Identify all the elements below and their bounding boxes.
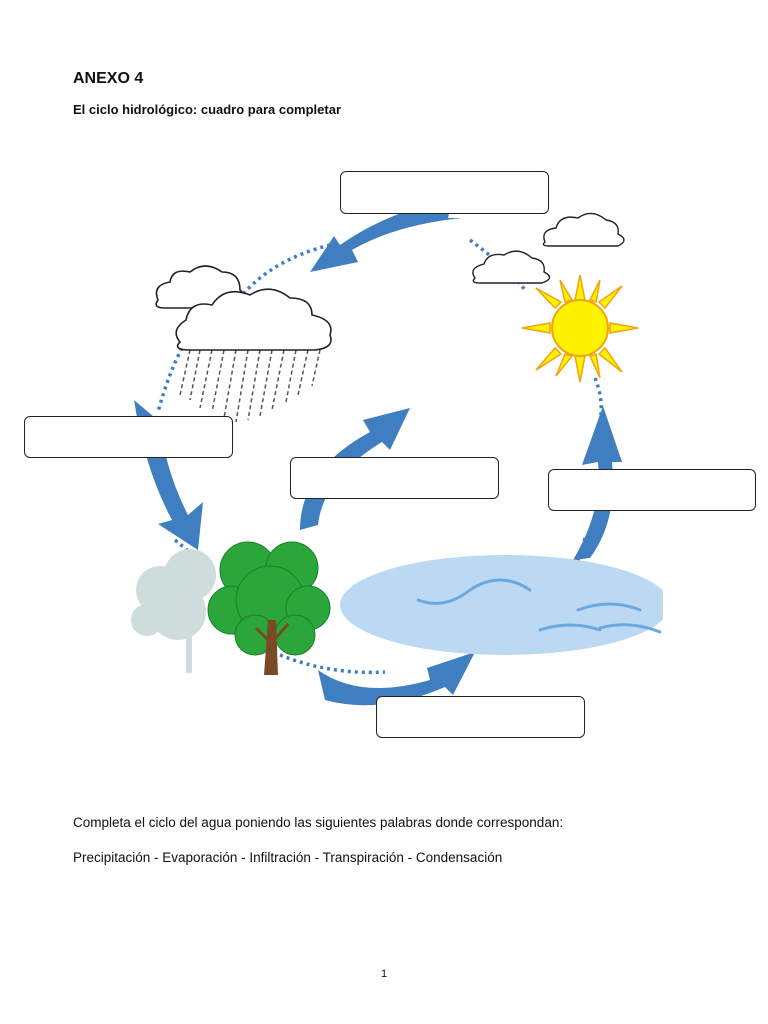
instruction-text: Completa el ciclo del agua poniendo las … (73, 815, 564, 830)
faded-tree-icon (131, 549, 216, 673)
water-cycle-diagram (0, 150, 768, 790)
tree-icon (207, 541, 331, 675)
answer-box-precipitation[interactable] (24, 416, 233, 458)
page-subtitle: El ciclo hidrológico: cuadro para comple… (73, 102, 341, 117)
lake-icon (340, 555, 663, 655)
rain-cloud-icon (155, 265, 332, 423)
word-list: Precipitación - Evaporación - Infiltraci… (73, 850, 503, 865)
page-title: ANEXO 4 (73, 70, 144, 87)
page-number: 1 (380, 968, 388, 980)
cloud-icon (472, 212, 625, 284)
answer-box-transpiration[interactable] (290, 457, 499, 499)
answer-box-evaporation[interactable] (548, 469, 756, 511)
answer-box-infiltration[interactable] (376, 696, 585, 738)
answer-box-condensation[interactable] (340, 171, 549, 214)
sun-icon (521, 274, 639, 383)
